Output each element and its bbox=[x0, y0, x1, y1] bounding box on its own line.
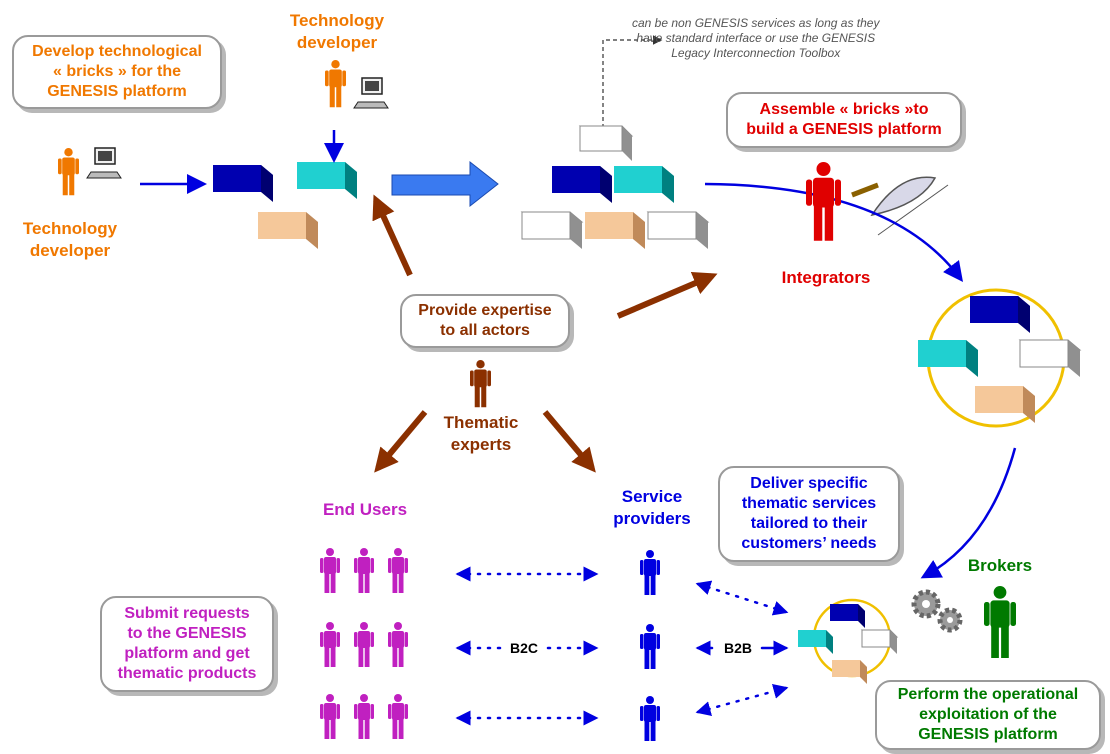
person-icon bbox=[640, 550, 660, 595]
person-icon bbox=[984, 586, 1016, 658]
arrow-expertise-to-providers bbox=[542, 410, 596, 473]
brick-icon bbox=[646, 211, 710, 249]
computer-icon bbox=[353, 77, 389, 109]
person-icon bbox=[470, 360, 491, 408]
person-icon bbox=[806, 162, 841, 241]
brick-icon bbox=[297, 162, 357, 199]
b2b-link bbox=[695, 580, 789, 616]
brick-icon bbox=[552, 166, 612, 203]
trowel-icon bbox=[851, 176, 949, 236]
brick-icon bbox=[213, 165, 273, 202]
label-b2b: B2B bbox=[723, 640, 752, 656]
person-icon bbox=[320, 622, 340, 667]
brick-icon bbox=[578, 125, 634, 161]
brick-icon bbox=[614, 166, 674, 203]
arrow-expertise-to-endusers bbox=[374, 410, 428, 473]
brick-icon bbox=[1018, 339, 1082, 377]
person-icon bbox=[640, 696, 660, 741]
label-brokers: Brokers bbox=[967, 556, 1033, 575]
person-icon bbox=[58, 148, 79, 196]
brick-icon bbox=[860, 629, 899, 654]
brick-icon bbox=[832, 660, 867, 684]
brick-icon bbox=[918, 340, 978, 377]
interface-note: can be non GENESIS services as long as t… bbox=[632, 16, 880, 60]
brick-icon bbox=[585, 212, 645, 249]
brick-icon bbox=[798, 630, 833, 654]
brick-icon bbox=[830, 604, 865, 628]
person-icon bbox=[320, 548, 340, 593]
gears-icon bbox=[911, 589, 963, 633]
big-arrow-icon bbox=[391, 160, 499, 208]
person-icon bbox=[320, 694, 340, 739]
brick-icon bbox=[258, 212, 318, 249]
people-layer bbox=[58, 60, 1016, 741]
arrow-assemble-to-platform bbox=[704, 182, 964, 282]
person-icon bbox=[388, 622, 408, 667]
note-connector bbox=[602, 35, 663, 128]
person-icon bbox=[640, 624, 660, 669]
arrow-expertise-to-bricks bbox=[372, 194, 413, 277]
brick-icon bbox=[975, 386, 1035, 423]
arrow-platform-to-brokers bbox=[920, 447, 1017, 579]
brick-icon bbox=[520, 211, 584, 249]
computer-icon bbox=[86, 147, 122, 179]
person-icon bbox=[354, 548, 374, 593]
b2b-link bbox=[695, 684, 789, 716]
person-icon bbox=[354, 622, 374, 667]
person-icon bbox=[354, 694, 374, 739]
label-b2c: B2C bbox=[509, 640, 538, 656]
person-icon bbox=[388, 694, 408, 739]
brick-icon bbox=[970, 296, 1030, 333]
label-end-users: End Users bbox=[322, 500, 408, 519]
person-icon bbox=[388, 548, 408, 593]
person-icon bbox=[325, 60, 346, 108]
arrow-expertise-to-integrators bbox=[616, 272, 718, 319]
label-integrators: Integrators bbox=[781, 268, 871, 287]
